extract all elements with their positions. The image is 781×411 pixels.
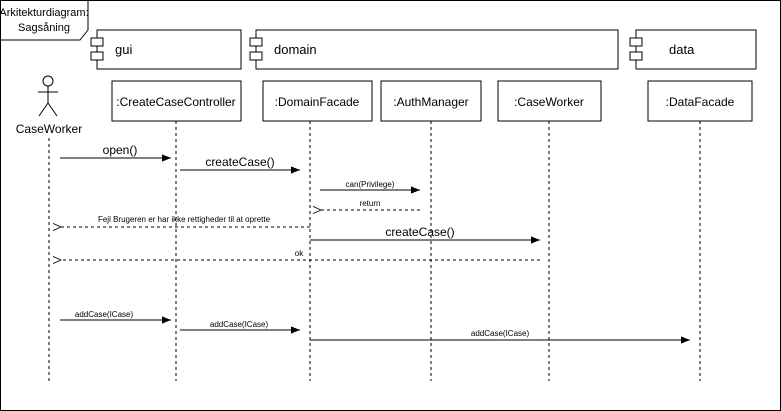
actor-caseworker (38, 75, 58, 117)
package-domain: domain (249, 29, 619, 70)
message-addcase-3-label: addCase(ICase) (471, 329, 530, 338)
message-fejl-label: Fejl Brugeren er har ikke rettigheder ti… (98, 215, 271, 224)
component-icon (249, 37, 263, 47)
lifeline-label-domainfacade: :DomainFacade (275, 95, 360, 109)
package-data: data (629, 29, 757, 70)
message-createcase-1-label: createCase() (205, 155, 274, 169)
lifeline-head-createcasecontroller (111, 80, 242, 122)
component-icon (629, 37, 643, 47)
lifeline-label-datafacade: :DataFacade (666, 95, 735, 109)
frame-title-line2: Sagsåning (18, 22, 70, 34)
component-icon (249, 51, 263, 61)
lifeline-head-authmanager (380, 80, 482, 122)
lifeline-head-caseworker (497, 80, 602, 122)
package-gui-label: gui (115, 42, 132, 57)
message-open-label: open() (103, 143, 138, 157)
lifeline-head-datafacade (647, 80, 753, 122)
frame-label-box (0, 0, 89, 41)
package-data-label: data (669, 42, 695, 57)
message-return-label: return (360, 199, 381, 208)
component-icon (90, 51, 104, 61)
message-createcase-2-label: createCase() (385, 225, 454, 239)
message-addcase-1-label: addCase(ICase) (75, 310, 134, 319)
actor-label: CaseWorker (16, 122, 82, 136)
package-gui: gui (90, 29, 242, 70)
message-ok-label: ok (295, 249, 304, 258)
lifeline-label-createcasecontroller: :CreateCaseController (116, 95, 235, 109)
lifeline-label-authmanager: :AuthManager (393, 95, 468, 109)
component-icon (629, 51, 643, 61)
frame-title-line1: Arkitekturdiagram: (0, 7, 89, 19)
component-icon (90, 37, 104, 47)
lifeline-label-caseworker: :CaseWorker (514, 95, 584, 109)
message-can-label: can(Privilege) (346, 180, 395, 189)
lifeline-head-domainfacade (262, 80, 373, 122)
package-domain-label: domain (274, 42, 317, 57)
message-addcase-2-label: addCase(ICase) (210, 320, 269, 329)
